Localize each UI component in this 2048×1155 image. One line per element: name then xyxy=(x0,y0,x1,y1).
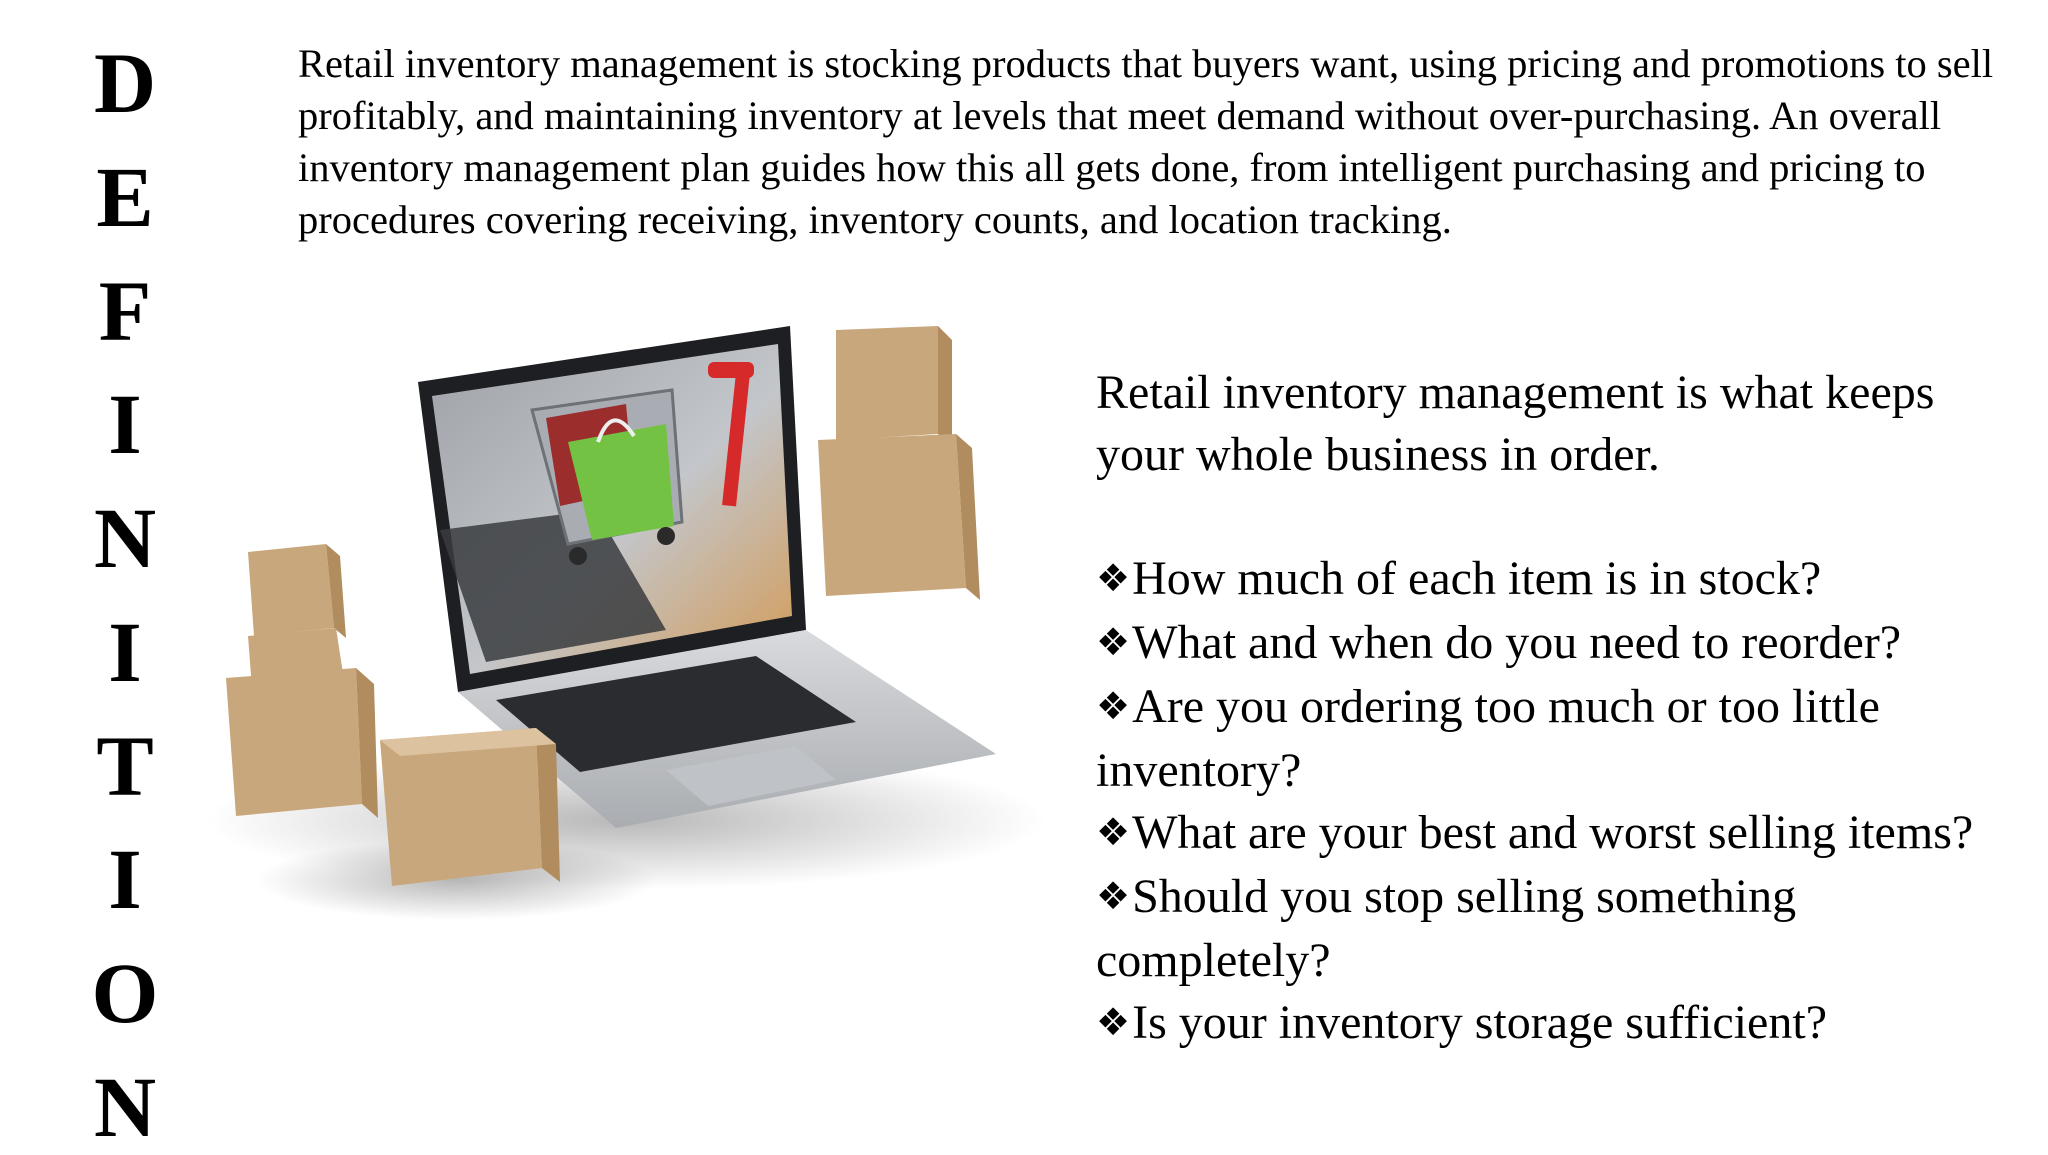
question-list: ❖How much of each item is in stock? ❖Wha… xyxy=(1096,548,2026,1056)
list-item: ❖Are you ordering too much or too little… xyxy=(1096,676,2026,802)
title-letter: I xyxy=(108,376,142,473)
question-text: What and when do you need to reorder? xyxy=(1132,616,1902,669)
title-letter: N xyxy=(93,490,157,587)
question-text: How much of each item is in stock? xyxy=(1132,552,1822,605)
diamond-bullet-icon: ❖ xyxy=(1096,684,1131,728)
question-text: What are your best and worst selling ite… xyxy=(1132,806,1974,859)
list-item: ❖Is your inventory storage sufficient? xyxy=(1096,992,2026,1056)
diamond-bullet-icon: ❖ xyxy=(1096,810,1131,854)
question-text: Should you stop selling something comple… xyxy=(1096,870,1797,987)
title-letter: T xyxy=(96,717,154,814)
question-text: Is your inventory storage sufficient? xyxy=(1132,996,1827,1049)
diamond-bullet-icon: ❖ xyxy=(1096,556,1131,600)
question-text: Are you ordering too much or too little … xyxy=(1096,680,1880,797)
title-letter: D xyxy=(93,35,157,131)
diamond-bullet-icon: ❖ xyxy=(1096,874,1131,918)
list-item: ❖What are your best and worst selling it… xyxy=(1096,802,2026,866)
intro-paragraph: Retail inventory management is stocking … xyxy=(298,41,1994,242)
title-letter: N xyxy=(93,1058,157,1155)
diamond-bullet-icon: ❖ xyxy=(1096,620,1131,664)
list-item: ❖How much of each item is in stock? xyxy=(1096,548,2026,612)
title-letter: F xyxy=(98,262,152,359)
title-letter: I xyxy=(108,831,142,928)
list-item: ❖What and when do you need to reorder? xyxy=(1096,612,2026,676)
lead-statement: Retail inventory management is what keep… xyxy=(1096,366,1935,481)
list-item: ❖Should you stop selling something compl… xyxy=(1096,866,2026,992)
title-letter: I xyxy=(108,603,142,700)
right-panel: Retail inventory management is what keep… xyxy=(1096,362,2026,1056)
title-letter: E xyxy=(96,148,154,245)
laptop-with-shopping-cart-and-boxes-icon xyxy=(206,326,1046,920)
diamond-bullet-icon: ❖ xyxy=(1096,1000,1131,1044)
title-letter: O xyxy=(91,945,159,1042)
vertical-title-definition: D E F I N I T I O N xyxy=(60,40,190,1150)
